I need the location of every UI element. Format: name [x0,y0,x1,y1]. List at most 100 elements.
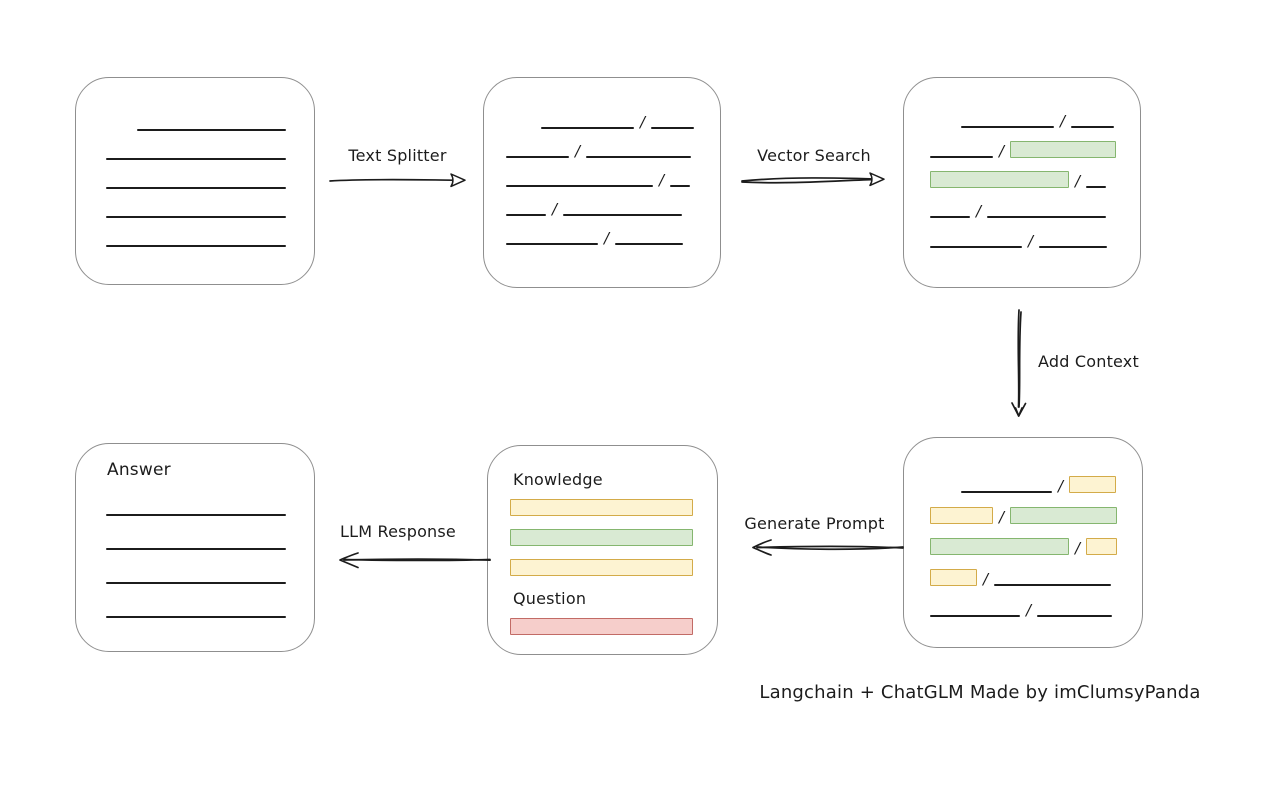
text-line-segment [961,491,1052,493]
context-chunks-box: ///// [903,437,1143,648]
text-line-row: / [930,524,1142,557]
text-line-row: / [930,98,1140,130]
text-line-row: / [506,100,720,130]
text-line-segment [930,156,993,158]
vector-search-label: Vector Search [757,146,871,165]
text-line-segment [1071,126,1115,128]
text-line-segment [1086,186,1107,188]
chunk-separator: / [659,171,665,189]
box-heading: Answer [107,460,171,480]
right-arrow-icon [329,173,466,188]
green-chunk [930,538,1069,555]
chunk-separator: / [976,202,982,220]
text-line-row: / [930,158,1140,190]
source-document-box [75,77,315,285]
text-line-segment [651,127,695,129]
text-line-segment [987,216,1107,218]
source-document-content [76,78,314,284]
chunk-separator: / [1075,539,1081,557]
green-chunk [1010,507,1118,524]
chunk-bar-row [510,618,717,635]
text-line-segment [1037,615,1113,617]
text-line-segment [506,243,598,245]
matched-chunks-content: / / / / / [904,78,1140,287]
text-line-segment [930,615,1020,617]
diagram-caption: Langchain + ChatGLM Made by imClumsyPand… [759,682,1201,703]
chunk-separator: / [999,142,1005,160]
green-chunk [930,171,1069,188]
text-line-segment [586,156,692,158]
left-arrow-icon [752,539,904,556]
yellow-chunk [930,569,977,586]
text-line-row [106,131,314,160]
text-line-segment [615,243,684,245]
text-line-segment [670,185,691,187]
context-chunks-content: ///// [904,438,1142,647]
yellow-chunk-bar [510,559,693,576]
split-chunks-content: ///// [484,78,720,287]
text-line-row: / [506,129,720,160]
text-line-segment [506,156,569,158]
text-line-row [106,482,314,516]
yellow-chunk [1086,538,1118,555]
answer-content: Answer [76,444,314,651]
chunk-separator: / [575,142,581,160]
text-line-segment [563,214,683,216]
text-line-row: / [506,158,720,189]
down-arrow-icon [1011,309,1027,417]
add-context-label: Add Context [1038,352,1139,371]
text-line-row [106,189,314,218]
text-line-segment [994,584,1112,586]
text-line-segment [930,246,1022,248]
box-heading: Question [513,589,587,608]
yellow-chunk [1069,476,1117,493]
text-line-row [106,218,314,247]
chunk-separator: / [1075,172,1081,190]
text-line-segment [506,214,546,216]
text-line-row: / [930,218,1140,250]
text-line-row [106,102,314,131]
chunk-bar-row [510,499,717,516]
text-line-segment [506,185,653,187]
text-line-segment [961,126,1054,128]
text-line-segment [137,129,286,131]
chunk-bar-row [510,559,717,576]
text-line-segment [106,158,286,160]
matched-chunks-box: / / / / / [903,77,1141,288]
text-line-segment [106,245,286,247]
chunk-separator: / [1026,601,1032,619]
text-line-row: / [930,555,1142,588]
yellow-chunk-bar [510,499,693,516]
text-splitter-label: Text Splitter [348,146,447,165]
generate-prompt-label: Generate Prompt [744,514,885,533]
text-line-segment [106,216,286,218]
box-heading: Knowledge [513,470,603,489]
text-line-segment [106,548,286,550]
chunk-separator: / [1058,477,1064,495]
yellow-chunk [930,507,993,524]
llm-response-label: LLM Response [340,522,456,541]
text-line-row [106,584,314,618]
text-line-segment [106,514,286,516]
chunk-separator: / [1028,232,1034,250]
left-arrow-icon [339,552,491,569]
answer-box: Answer [75,443,315,652]
chunk-separator: / [983,570,989,588]
split-chunks-box: ///// [483,77,721,288]
right-arrow-icon [741,172,885,187]
chunk-separator: / [1060,112,1066,130]
text-line-row: / [930,128,1140,160]
text-line-row: / [930,493,1142,525]
text-line-row: / [506,216,720,247]
text-line-segment [541,127,634,129]
text-line-row: / [930,188,1140,220]
text-line-row: / [506,187,720,217]
text-line-segment [1039,246,1108,248]
green-chunk-bar [510,529,693,546]
text-line-segment [106,187,286,189]
chunk-separator: / [604,229,610,247]
text-line-row [106,516,314,550]
